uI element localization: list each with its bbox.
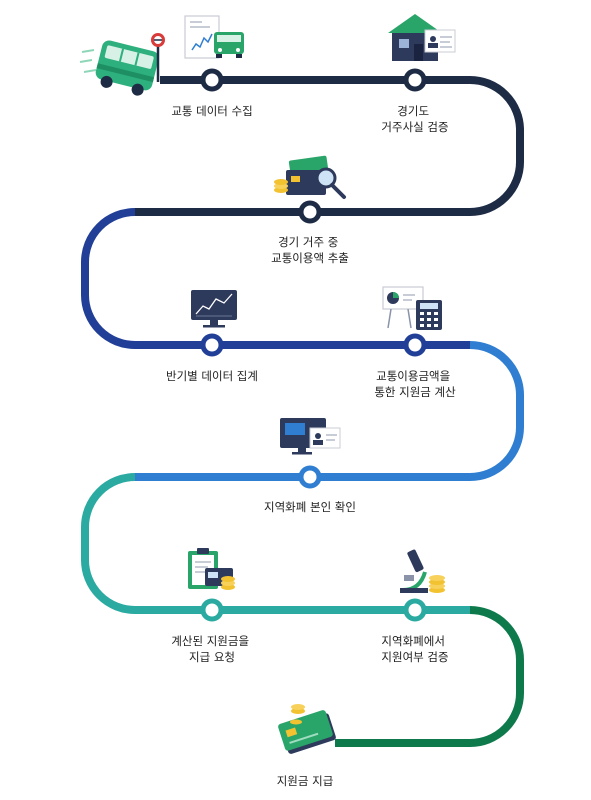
step-9-line-1: 지원금 지급 bbox=[277, 774, 334, 788]
node-7 bbox=[200, 598, 224, 622]
flow-nodes bbox=[200, 68, 427, 622]
board-calculator-icon bbox=[382, 286, 442, 330]
path-segment-navy bbox=[135, 76, 524, 216]
step-2-label: 경기도 거주사실 검증 bbox=[381, 104, 448, 134]
step-5-line-1: 교통이용금액을 bbox=[376, 369, 450, 383]
monitor-chart-icon bbox=[191, 290, 237, 328]
step-8-label: 지역화폐에서 지원여부 검증 bbox=[381, 634, 448, 664]
flow-path bbox=[81, 76, 524, 747]
step-7-line-1: 계산된 지원금을 bbox=[171, 634, 249, 648]
path-segment-green bbox=[335, 606, 524, 747]
path-segment-blue bbox=[81, 208, 470, 349]
node-6 bbox=[298, 465, 322, 489]
bus-icon bbox=[79, 33, 165, 96]
step-5-line-2: 통한 지원금 계산 bbox=[374, 385, 456, 399]
house-with-id-card-icon bbox=[388, 14, 456, 61]
path-segment-teal bbox=[81, 473, 470, 614]
step-3-line-1: 경기 거주 중 bbox=[278, 235, 338, 249]
node-4 bbox=[200, 333, 224, 357]
path-segment-sky bbox=[135, 341, 524, 481]
document-bus-icon bbox=[184, 15, 244, 59]
step-8-line-1: 지역화폐에서 bbox=[381, 634, 444, 648]
card-magnifier-icon bbox=[274, 155, 346, 199]
step-4-label: 반기별 데이터 집계 bbox=[166, 369, 258, 383]
node-1 bbox=[200, 68, 224, 92]
card-coins-icon bbox=[278, 704, 336, 754]
step-5-label: 교통이용금액을 통한 지원금 계산 bbox=[374, 369, 456, 399]
step-2-line-1: 경기도 bbox=[397, 104, 429, 118]
step-7-line-2: 지급 요청 bbox=[189, 650, 235, 664]
step-6-label: 지역화폐 본인 확인 bbox=[264, 500, 356, 514]
node-5 bbox=[403, 333, 427, 357]
step-1-label: 교통 데이터 수집 bbox=[171, 104, 252, 118]
step-1-line-1: 교통 데이터 수집 bbox=[171, 104, 252, 118]
microscope-coins-icon bbox=[400, 549, 445, 593]
step-8-line-2: 지원여부 검증 bbox=[381, 650, 448, 664]
step-6-line-1: 지역화폐 본인 확인 bbox=[264, 500, 356, 514]
monitor-id-card-icon bbox=[280, 418, 341, 455]
step-2-line-2: 거주사실 검증 bbox=[381, 120, 448, 134]
step-4-line-1: 반기별 데이터 집계 bbox=[166, 369, 258, 383]
clipboard-coins-icon bbox=[188, 548, 235, 590]
step-3-line-2: 교통이용액 추출 bbox=[271, 251, 349, 265]
node-2 bbox=[403, 68, 427, 92]
step-7-label: 계산된 지원금을 지급 요청 bbox=[171, 634, 252, 664]
step-3-label: 경기 거주 중 교통이용액 추출 bbox=[271, 235, 349, 265]
node-3 bbox=[298, 200, 322, 224]
step-9-label: 지원금 지급 bbox=[277, 774, 334, 788]
node-8 bbox=[403, 598, 427, 622]
